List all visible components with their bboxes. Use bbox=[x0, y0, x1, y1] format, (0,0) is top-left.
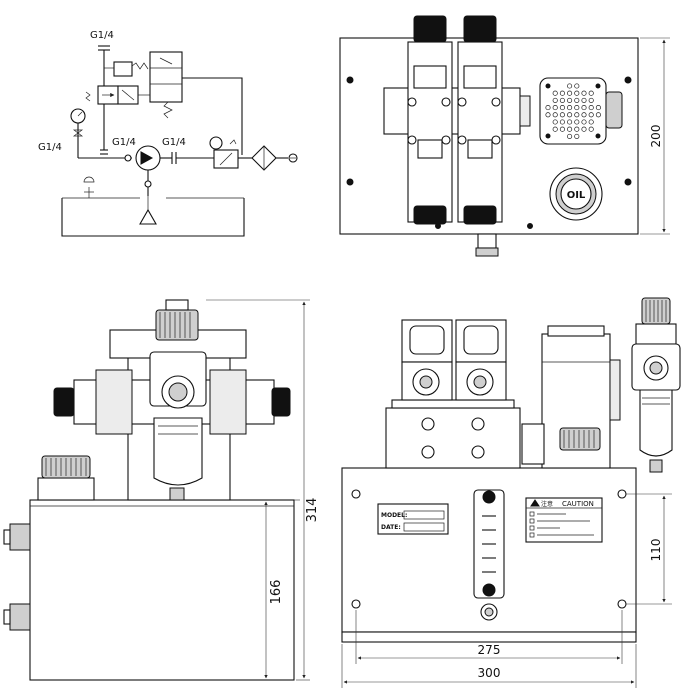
dim-overall-width-300: 300 bbox=[478, 666, 501, 680]
side-filler-neck bbox=[37, 477, 95, 501]
port-label-gauge: G1/4 bbox=[38, 142, 62, 153]
side-filter-bowl bbox=[153, 417, 203, 486]
date-label: DATE: bbox=[381, 524, 401, 531]
model-label: MODEL: bbox=[381, 512, 407, 519]
motor-fan-grille bbox=[539, 77, 607, 145]
oil-cap-label: OIL bbox=[567, 190, 586, 201]
front-manifold bbox=[385, 407, 521, 469]
port-label-pump-in: G1/4 bbox=[112, 137, 136, 148]
side-tank bbox=[29, 499, 295, 681]
hydraulic-schematic: G1/4 G1/4 G1/4 bbox=[38, 30, 298, 237]
side-view: 314 166 bbox=[3, 299, 320, 681]
front-filter-bowl bbox=[639, 389, 673, 457]
dim-mount-height-110: 110 bbox=[649, 539, 663, 562]
caution-prefix: 注意 bbox=[541, 500, 553, 508]
dim-overall-height-314: 314 bbox=[305, 498, 320, 523]
port-label-top: G1/4 bbox=[90, 30, 114, 41]
port-label-pump-out: G1/4 bbox=[162, 137, 186, 148]
caution-title: CAUTION bbox=[562, 500, 594, 508]
top-view: OIL 200 bbox=[339, 15, 670, 257]
dim-height-200: 200 bbox=[649, 125, 663, 148]
front-view: MODEL: DATE: 注意 CAUTION bbox=[341, 297, 681, 688]
pilot-valve-symbol bbox=[113, 61, 133, 77]
solenoid-valve-symbol bbox=[149, 51, 183, 103]
suction-strainer-symbol bbox=[139, 208, 157, 225]
dim-tank-height-166: 166 bbox=[269, 580, 284, 605]
regulator-gauge-symbol bbox=[209, 136, 223, 150]
dim-mount-width-275: 275 bbox=[478, 643, 501, 657]
